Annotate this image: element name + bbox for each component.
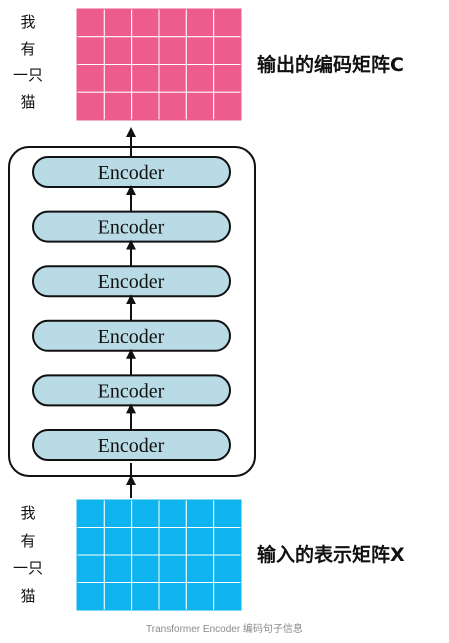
input-matrix-cell	[103, 499, 133, 528]
figure-caption: Transformer Encoder 编码句子信息	[146, 624, 303, 635]
input-matrix-cell	[185, 499, 215, 528]
output-word-4: 猫	[20, 93, 35, 111]
output-matrix-cell	[185, 64, 215, 93]
encoder-block-label: Encoder	[98, 162, 165, 184]
input-matrix-cell	[158, 582, 187, 611]
encoder-block-5: Encoder	[32, 374, 231, 407]
output-matrix-cell	[103, 8, 133, 38]
output-matrix-cell	[213, 8, 242, 38]
input-matrix-cell	[185, 527, 215, 556]
output-matrix-cell	[131, 64, 160, 93]
input-matrix-border	[76, 499, 242, 611]
input-matrix-cell	[213, 499, 242, 528]
output-word-1: 我	[20, 13, 35, 31]
encoder-blocks: EncoderEncoderEncoderEncoderEncoderEncod…	[32, 147, 231, 476]
output-matrix-cell	[131, 91, 160, 121]
input-matrix-cell	[76, 582, 105, 611]
input-word-1: 我	[20, 504, 35, 522]
output-word-2: 有	[20, 40, 35, 58]
output-matrix-cell	[158, 36, 187, 65]
input-matrix-cell	[131, 582, 160, 611]
output-matrix-cell	[76, 91, 105, 121]
encoder-block-6: Encoder	[32, 429, 231, 461]
encoder-block-2: Encoder	[32, 210, 231, 243]
output-matrix-cell	[103, 64, 133, 93]
input-matrix-cell	[103, 554, 133, 583]
input-matrix-cell	[76, 499, 105, 528]
input-matrix-cell	[158, 499, 187, 528]
encoder-block-label: Encoder	[98, 217, 165, 239]
input-matrix-cell	[131, 499, 160, 528]
input-matrix-cell	[103, 582, 133, 611]
input-matrix-label: 输入的表示矩阵X	[257, 543, 405, 566]
input-matrix-cell	[213, 527, 242, 556]
input-word-4: 猫	[20, 587, 35, 605]
output-matrix-cell	[76, 8, 105, 38]
output-matrix-cell	[76, 36, 105, 65]
output-word-3: 一只	[13, 66, 43, 84]
output-matrix-label: 输出的编码矩阵C	[257, 53, 404, 76]
input-matrix	[76, 499, 242, 611]
input-matrix-cell	[185, 582, 215, 611]
encoder-block-label: Encoder	[98, 326, 165, 348]
input-matrix-cell	[131, 554, 160, 583]
encoder-block-1: Encoder	[32, 156, 231, 188]
input-words: 我 有 一只 猫	[13, 504, 43, 605]
input-matrix-cell	[213, 554, 242, 583]
encoder-block-4: Encoder	[32, 319, 231, 352]
output-matrix-cell	[213, 64, 242, 93]
input-matrix-cell	[185, 554, 215, 583]
output-matrix-cell	[185, 91, 215, 121]
output-matrix-cell	[185, 8, 215, 38]
output-matrix-cell	[185, 36, 215, 65]
encoder-block-label: Encoder	[98, 380, 165, 402]
output-matrix-cell	[103, 36, 133, 65]
output-matrix-cell	[131, 36, 160, 65]
output-matrix-cell	[103, 91, 133, 121]
encoder-block-label: Encoder	[98, 435, 165, 457]
output-matrix-cell	[158, 91, 187, 121]
output-matrix-cell	[213, 91, 242, 121]
input-matrix-cell	[103, 527, 133, 556]
output-matrix-cell	[76, 64, 105, 93]
input-matrix-cell	[76, 527, 105, 556]
encoder-block-label: Encoder	[98, 271, 165, 293]
encoder-block-3: Encoder	[32, 265, 231, 298]
input-word-2: 有	[20, 532, 35, 550]
input-matrix-cell	[131, 527, 160, 556]
input-matrix-cell	[76, 554, 105, 583]
input-matrix-cell	[158, 527, 187, 556]
input-matrix-cell	[158, 554, 187, 583]
output-matrix	[76, 8, 242, 121]
encoder-block-shape	[32, 429, 231, 461]
output-matrix-border	[76, 8, 242, 121]
output-words: 我 有 一只 猫	[13, 13, 43, 111]
output-matrix-cell	[131, 8, 160, 38]
output-matrix-cell	[158, 64, 187, 93]
output-matrix-cell	[213, 36, 242, 65]
output-matrix-cell	[158, 8, 187, 38]
input-matrix-cell	[213, 582, 242, 611]
input-word-3: 一只	[13, 559, 43, 577]
